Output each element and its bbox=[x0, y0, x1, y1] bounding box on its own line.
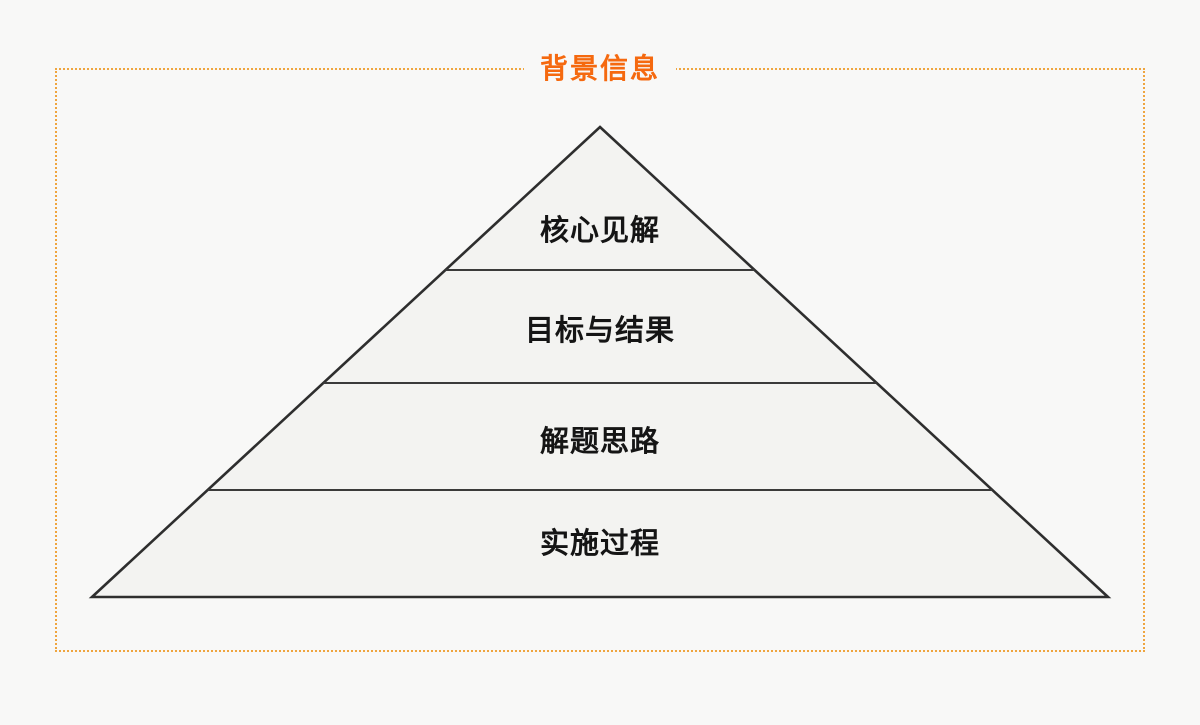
pyramid-layer-4-label: 实施过程 bbox=[540, 526, 660, 560]
pyramid-layer-2-label: 目标与结果 bbox=[525, 314, 675, 347]
frame-title: 背景信息 bbox=[523, 51, 677, 87]
background-info-frame: 背景信息 bbox=[55, 51, 1145, 652]
pyramid-layer-1-label: 核心见解 bbox=[540, 214, 660, 247]
pyramid-shape bbox=[88, 125, 1112, 599]
pyramid-layer-3-label: 解题思路 bbox=[540, 425, 660, 458]
